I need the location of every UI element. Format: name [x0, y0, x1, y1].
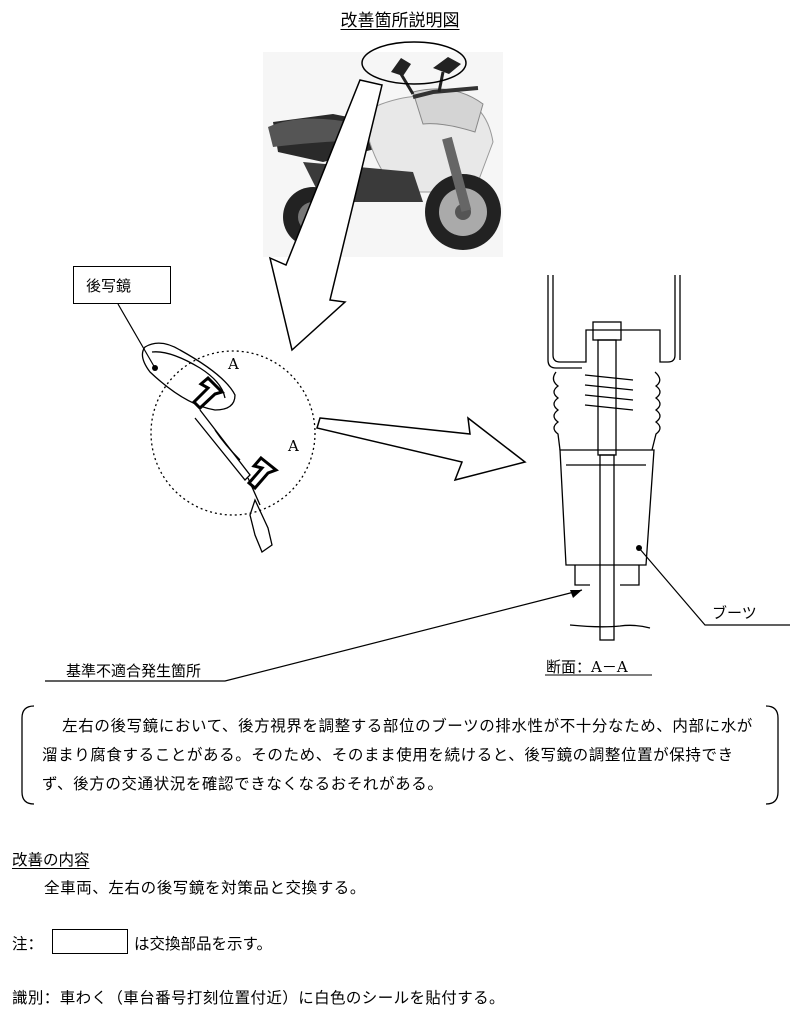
note-label: 注： — [12, 935, 44, 953]
section-mark-a2: A — [288, 437, 299, 455]
page-title: 改善箇所説明図 — [340, 11, 460, 31]
defect-description: 左右の後写鏡において、後方視界を調整する部位のブーツの排水性が不十分なため、内部… — [20, 704, 776, 804]
boot-leader-line — [638, 547, 790, 626]
mirror-drawing — [141, 342, 273, 553]
note-text: は交換部品を示す。 — [134, 935, 272, 953]
small-arrow-1 — [191, 375, 225, 411]
detail-circle — [150, 350, 316, 516]
defect-location-label: 基準不適合発生箇所 — [66, 662, 202, 680]
boot-label: ブーツ — [712, 604, 757, 622]
section-caption: 断面：A－A — [546, 658, 628, 676]
big-arrow-right — [316, 416, 527, 482]
identification-text: 識別：車わく（車台番号打刻位置付近）に白色のシールを貼付する。 — [12, 989, 505, 1007]
replacement-part-legend-box — [52, 929, 128, 954]
improvement-text: 全車両、左右の後写鏡を対策品と交換する。 — [44, 879, 367, 897]
desc-bracket-left — [21, 705, 35, 805]
defect-leader-line — [45, 589, 583, 682]
mirror-highlight-ellipse — [361, 41, 467, 85]
small-arrow-2 — [246, 455, 279, 491]
big-arrow-down — [268, 79, 383, 352]
mirror-leader-line — [117, 303, 156, 369]
section-mark-a1: A — [228, 355, 239, 373]
desc-bracket-right — [765, 705, 779, 805]
rear-mirror-label: 後写鏡 — [73, 266, 171, 304]
improvement-heading: 改善の内容 — [12, 851, 90, 869]
cross-section-drawing — [547, 275, 681, 641]
description-text: 左右の後写鏡において、後方視界を調整する部位のブーツの排水性が不十分なため、内部… — [42, 717, 753, 793]
